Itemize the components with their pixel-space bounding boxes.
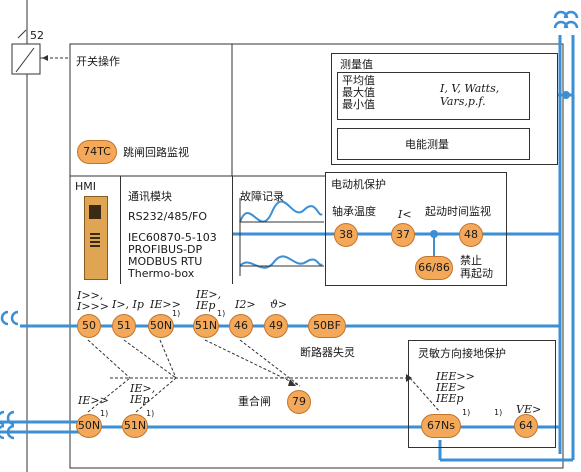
row2-label-51n: IE>, IEp [130, 382, 156, 406]
badge-74tc: 74TC [77, 140, 117, 164]
row1-label-50: I>>, I>>> [77, 289, 109, 313]
energy-box [337, 128, 530, 160]
start-time-label: 起动时间监视 [425, 205, 491, 218]
comm-thermo: Thermo-box [128, 267, 195, 280]
badge-37: 37 [391, 223, 415, 247]
main-frame [69, 43, 564, 469]
badge-46: 46 [229, 314, 253, 338]
breaker-contact [15, 47, 35, 73]
junction-measure [562, 91, 570, 99]
directional-title: 灵敏方向接地保护 [418, 347, 506, 360]
hmi-device-icon [84, 196, 108, 280]
hmi-screen-icon [89, 205, 101, 219]
fault-wave-1 [239, 200, 323, 223]
measure-title: 测量值 [340, 58, 373, 71]
comm-rs: RS232/485/FO [128, 210, 208, 223]
badge-79: 79 [287, 390, 311, 414]
breaker-ref-52: 52 [30, 29, 44, 42]
row1-label-46: I2> [235, 298, 256, 311]
comm-modbus: MODBUS RTU [128, 255, 203, 268]
row1-label-50n: IE>> [150, 298, 181, 311]
directional-ve-label: VE> [516, 403, 542, 416]
row2-sup-51n: 1) [146, 409, 155, 418]
comm-profibus: PROFIBUS-DP [128, 243, 203, 256]
hmi-label: HMI [75, 180, 97, 193]
logic-arrows [288, 374, 412, 386]
directional-sup-67ns: 1) [462, 408, 471, 417]
row1-sup-50n: 1) [172, 309, 181, 318]
row2-sup-50n: 1) [100, 409, 109, 418]
switch-op-title: 开关操作 [76, 55, 120, 68]
fault-divider [232, 176, 233, 284]
badge-66-86: 66/86 [415, 256, 453, 280]
directional-ns-label: IEE>> IEE> IEEp [436, 370, 475, 405]
measure-quantities: I, V, Watts, Vars,p.f. [440, 82, 500, 108]
junction-motor [430, 230, 438, 238]
row2-label-50n: IE>> [78, 394, 109, 407]
badge-49: 49 [264, 314, 288, 338]
directional-block [408, 340, 556, 448]
badge-50n: 50N [148, 314, 174, 338]
inhibit-label: 禁止 再起动 [460, 254, 493, 280]
row1-label-51: I>, Ip [112, 298, 144, 311]
badge-38: 38 [334, 223, 358, 247]
badge-row2-51n: 51N [122, 414, 148, 438]
measure-values-box [337, 72, 530, 120]
ct-symbol-left-1 [0, 310, 19, 326]
row1-sup-51n: 1) [217, 309, 226, 318]
row1-label-49: ϑ> [270, 298, 288, 311]
badge-row2-50n: 50N [76, 414, 102, 438]
badge-50: 50 [77, 314, 101, 338]
bearing-label: 轴承温度 [332, 205, 376, 218]
badge-51n: 51N [193, 314, 219, 338]
motor-title: 电动机保护 [331, 178, 386, 191]
badge-50bf: 50BF [308, 314, 346, 338]
motor-block [325, 172, 507, 286]
directional-sup-64: 1) [494, 408, 503, 417]
trip-supervision-label: 跳闸回路监视 [123, 146, 189, 159]
reclose-label: 重合闸 [238, 395, 271, 408]
breaker-failure-label: 断路器失灵 [300, 346, 355, 359]
badge-51: 51 [112, 314, 136, 338]
breaker-tick [17, 29, 27, 39]
switch-arrow [42, 55, 48, 61]
ct-symbol-left-2 [0, 410, 15, 440]
hmi-keypad-icon [90, 231, 100, 247]
undercurrent-label: I< [398, 208, 412, 221]
measure-stats: 平均值 最大值 最小值 [342, 74, 375, 111]
energy-label: 电能测量 [405, 138, 449, 151]
fault-title: 故障记录 [240, 190, 284, 203]
ct-symbol-top [553, 10, 579, 29]
badge-64: 64 [514, 414, 538, 438]
comm-title: 通讯模块 [128, 190, 172, 203]
row1-label-51n: IE>, IEp [196, 288, 222, 312]
badge-67ns: 67Ns [421, 414, 461, 438]
comm-iec: IEC60870-5-103 [128, 231, 217, 244]
hmi-divider [120, 176, 121, 284]
badge-48: 48 [459, 223, 483, 247]
